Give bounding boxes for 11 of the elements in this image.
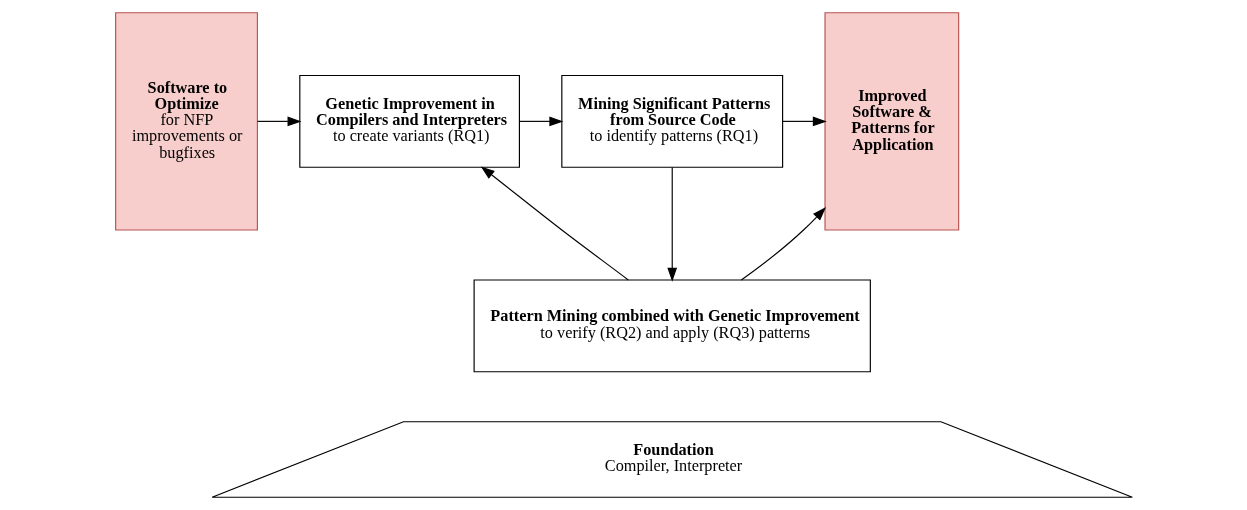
arrow [781,116,827,127]
arrow [518,116,563,127]
node-box: Pattern Mining combined with Genetic Improvement to verify (RQ2) and apply (RQ3) patterns [473,279,871,373]
arrow [256,116,301,127]
node-box: Mining Significant Patterns from Source Code to identify patterns (RQ1) [560,74,783,168]
node-box: Software to Optimize for NFP improvements or bugfixes [114,12,258,231]
arrow [480,166,629,281]
arrow [740,207,826,281]
arrow [666,166,677,282]
node-box: Improved Software & Patterns for Application [823,12,959,231]
node-box: Genetic Improvement in Compilers and Interpreters to create variants (RQ1) [298,74,520,168]
